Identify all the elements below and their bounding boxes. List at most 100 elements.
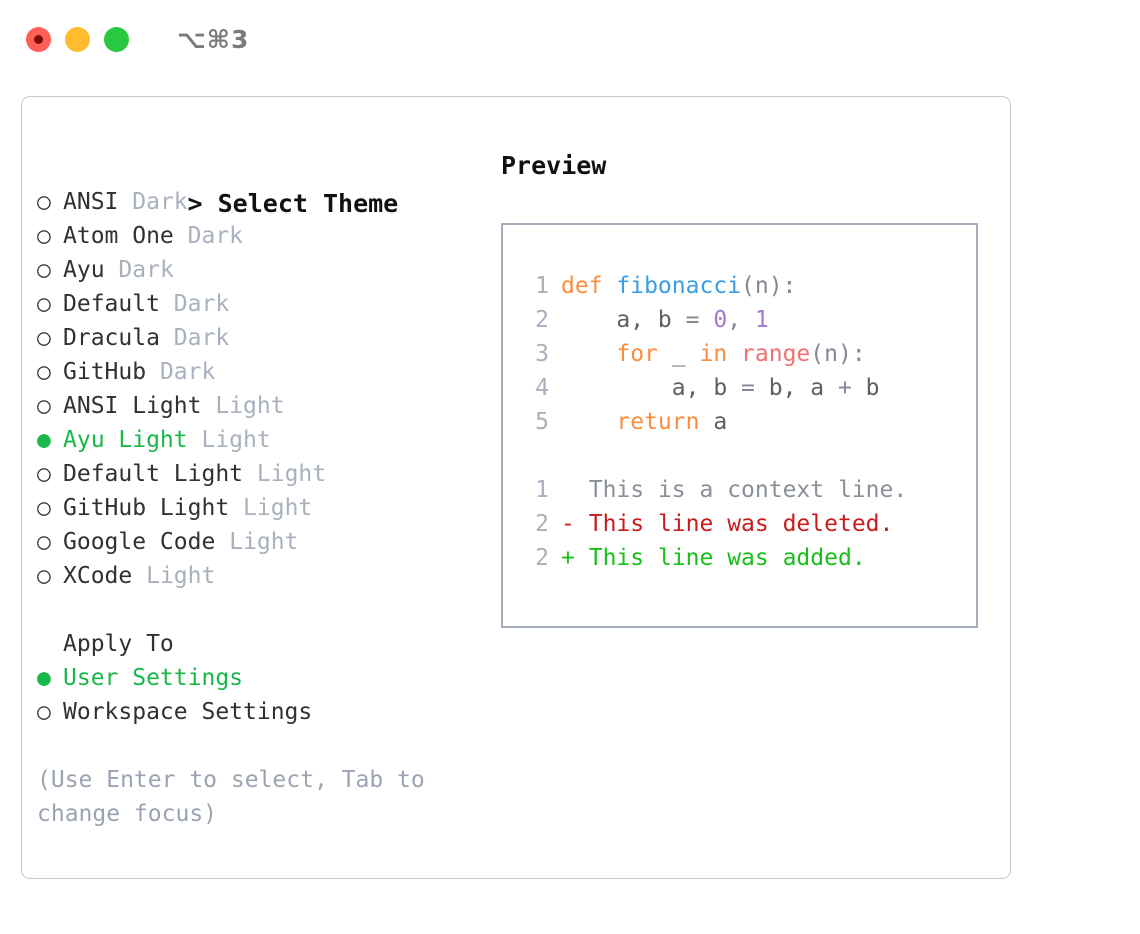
theme-name: Ayu bbox=[63, 257, 105, 283]
theme-list-item[interactable]: ○Atom One Dark bbox=[37, 219, 487, 253]
radio-unselected-icon: ○ bbox=[37, 189, 51, 215]
radio-unselected-icon: ○ bbox=[37, 223, 51, 249]
code-token-var: a, b bbox=[561, 375, 742, 401]
theme-name: Default bbox=[63, 291, 160, 317]
theme-list-item[interactable]: ○ Default Light Light bbox=[37, 457, 487, 491]
diff-sign bbox=[561, 477, 575, 503]
minimize-window-icon[interactable] bbox=[65, 26, 90, 52]
theme-list-item[interactable]: ○ Dracula Dark bbox=[37, 321, 487, 355]
diff-sign-gap bbox=[575, 477, 589, 503]
code-token-builtin: range bbox=[741, 341, 811, 367]
theme-label-gap bbox=[229, 495, 243, 521]
diff-sign: - bbox=[561, 511, 575, 537]
theme-name: XCode bbox=[63, 563, 133, 589]
apply-to-option[interactable]: ○Workspace Settings bbox=[37, 695, 487, 729]
apply-to-list[interactable]: ●User Settings○Workspace Settings bbox=[37, 661, 487, 729]
theme-list-item[interactable]: ○GitHub Dark bbox=[37, 355, 487, 389]
theme-variant-badge: Dark bbox=[173, 325, 230, 351]
theme-list-item[interactable]: ○Ayu Dark bbox=[37, 253, 487, 287]
code-line: 2 a, b = 0, 1 bbox=[521, 303, 976, 337]
theme-variant-badge: Light bbox=[229, 529, 299, 555]
theme-variant-badge: Light bbox=[146, 563, 216, 589]
theme-list-item[interactable]: ○ GitHub Light Light bbox=[37, 491, 487, 525]
select-theme-header-text: > Select Theme bbox=[187, 189, 399, 218]
code-token-var: b bbox=[865, 375, 880, 401]
keyboard-shortcut-label: ⌥⌘3 bbox=[177, 24, 250, 54]
theme-label-gap bbox=[201, 393, 215, 419]
code-token-var: a, b bbox=[561, 307, 686, 333]
theme-label-gap bbox=[174, 223, 188, 249]
theme-list[interactable]: ○ANSI Dark○Atom One Dark○Ayu Dark○Defaul… bbox=[37, 185, 487, 593]
radio-selected-icon: ● bbox=[37, 427, 51, 453]
radio-selected-icon: ● bbox=[37, 665, 51, 691]
close-dot bbox=[34, 34, 43, 44]
radio-unselected-icon: ○ bbox=[37, 461, 51, 487]
code-token-kw: for bbox=[616, 341, 672, 367]
theme-label-gap bbox=[146, 359, 160, 385]
radio-unselected-icon: ○ bbox=[37, 393, 51, 419]
theme-list-item[interactable]: ○ANSI Light Light bbox=[37, 389, 487, 423]
hint-spacer bbox=[37, 729, 487, 763]
code-diff-gap bbox=[521, 439, 976, 473]
title-bar: ⌥⌘3 bbox=[0, 0, 1140, 78]
theme-variant-badge: Dark bbox=[187, 223, 244, 249]
theme-name: Dracula bbox=[63, 325, 160, 351]
keyboard-hint-text: (Use Enter to select, Tab to change focu… bbox=[37, 767, 439, 827]
close-window-icon[interactable] bbox=[26, 26, 51, 52]
code-token-kw: in bbox=[699, 341, 742, 367]
radio-unselected-icon: ○ bbox=[37, 563, 51, 589]
maximize-window-icon[interactable] bbox=[104, 26, 129, 52]
theme-label-gap bbox=[215, 529, 229, 555]
code-token-var: b, a bbox=[768, 375, 838, 401]
list-spacer bbox=[37, 593, 487, 627]
theme-variant-badge: Light bbox=[215, 393, 285, 419]
theme-select-column: > Select Theme ○ANSI Dark○Atom One Dark○… bbox=[37, 147, 487, 831]
radio-unselected-icon: ○ bbox=[37, 495, 51, 521]
radio-unselected-icon: ○ bbox=[37, 325, 51, 351]
theme-name: Default Light bbox=[63, 461, 244, 487]
code-token-var: a bbox=[713, 409, 728, 435]
code-token-kw: return bbox=[616, 409, 714, 435]
code-token-num: 0 bbox=[713, 307, 728, 333]
radio-unselected-icon: ○ bbox=[37, 257, 51, 283]
theme-variant-badge: Dark bbox=[173, 291, 230, 317]
diff-line-number: 1 bbox=[535, 477, 549, 503]
apply-to-option[interactable]: ●User Settings bbox=[37, 661, 487, 695]
theme-label-gap bbox=[118, 189, 132, 215]
code-token-punct: , bbox=[727, 307, 755, 333]
theme-name: GitHub bbox=[63, 359, 147, 385]
theme-label-gap bbox=[243, 461, 257, 487]
theme-list-item[interactable]: ○ANSI Dark bbox=[37, 185, 487, 219]
theme-name: Ayu Light bbox=[63, 427, 188, 453]
theme-list-item[interactable]: ○Default Dark bbox=[37, 287, 487, 321]
theme-variant-badge: Light bbox=[243, 495, 313, 521]
diff-sign-gap bbox=[575, 545, 589, 571]
theme-list-item[interactable]: ○Google Code Light bbox=[37, 525, 487, 559]
theme-variant-badge: Light bbox=[256, 461, 327, 487]
theme-label-gap bbox=[160, 291, 174, 317]
code-token-var bbox=[561, 409, 616, 435]
preview-title: Preview bbox=[501, 151, 607, 180]
traffic-light-buttons bbox=[26, 26, 129, 52]
line-number: 2 bbox=[535, 307, 549, 333]
theme-list-item[interactable]: ○ XCode Light bbox=[37, 559, 487, 593]
diff-text: This is a context line. bbox=[588, 477, 908, 503]
code-token-punct: (n): bbox=[741, 273, 797, 299]
theme-label-gap bbox=[188, 427, 202, 453]
radio-unselected-icon: ○ bbox=[37, 529, 51, 555]
diff-sign: + bbox=[561, 545, 575, 571]
theme-name: ANSI bbox=[63, 189, 119, 215]
diff-sample: 1 This is a context line. 2- This line wa… bbox=[521, 473, 976, 575]
radio-unselected-icon: ○ bbox=[37, 699, 51, 725]
line-number: 5 bbox=[535, 409, 549, 435]
code-token-num: 1 bbox=[754, 307, 769, 333]
theme-list-item[interactable]: ●Ayu Light Light bbox=[37, 423, 487, 457]
diff-line: 2- This line was deleted. bbox=[521, 507, 976, 541]
theme-name: GitHub Light bbox=[63, 495, 230, 521]
code-token-punct: (n): bbox=[810, 341, 866, 367]
line-number: 4 bbox=[535, 375, 549, 401]
